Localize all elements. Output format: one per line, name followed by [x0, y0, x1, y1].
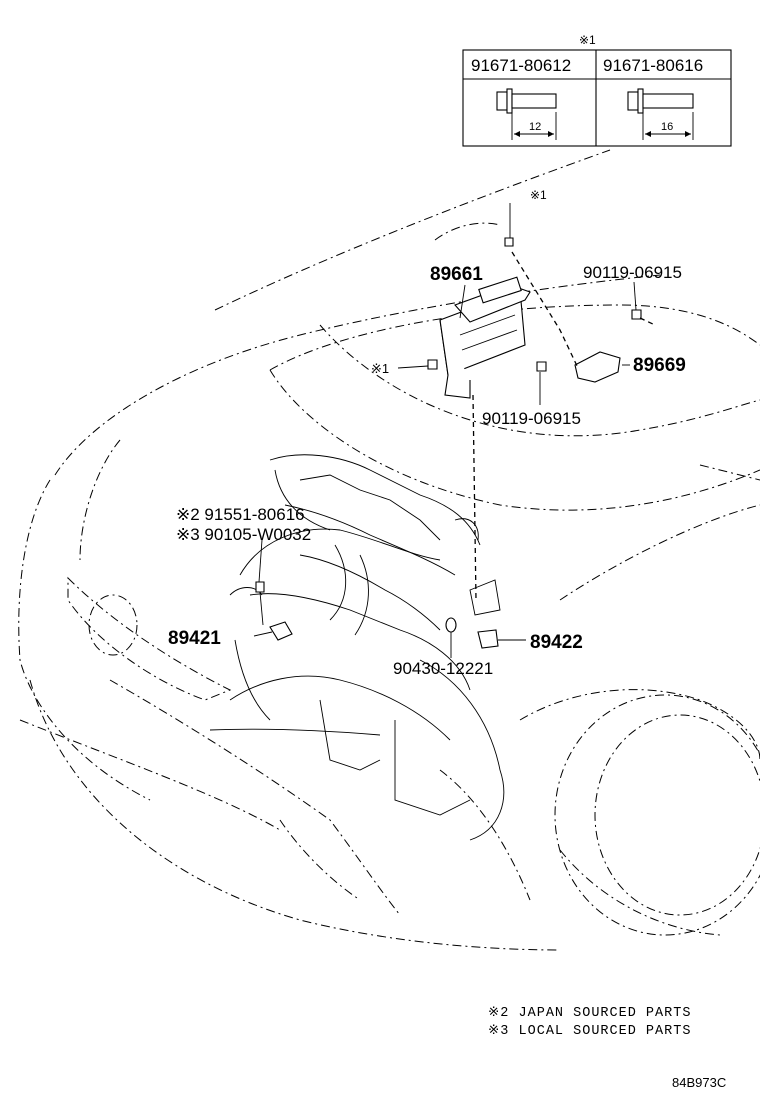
note-local-sourced: ※3 LOCAL SOURCED PARTS	[488, 1024, 691, 1039]
callout-ecu: 89661	[430, 264, 483, 285]
callout-labels: ※1 89661 90119-06915 ※1 89669 90119-0691…	[168, 188, 686, 678]
callout-gasket: 90430-12221	[393, 659, 493, 678]
bolt-table-part-2: 91671-80616	[603, 56, 703, 75]
notes: ※2 JAPAN SOURCED PARTS ※3 LOCAL SOURCED …	[488, 1006, 691, 1039]
bolt-table-mark: ※1	[579, 33, 596, 47]
callout-mark-left: ※1	[371, 361, 389, 376]
bolt-12-drawing: 12	[496, 88, 557, 140]
callout-bracket: 89669	[633, 355, 686, 376]
callout-sensor-right: 89422	[530, 632, 583, 653]
callout-sensor-left: 89421	[168, 628, 221, 649]
leader-lines	[253, 203, 637, 658]
ecu-assembly	[427, 237, 656, 601]
bolt-table-part-1: 91671-80612	[471, 56, 571, 75]
callout-mark-top: ※1	[530, 188, 547, 202]
bolt-16-drawing: 16	[627, 88, 694, 140]
sensors	[255, 581, 499, 649]
callout-bolt-local: ※3 90105-W0032	[176, 525, 311, 544]
callout-bolt-top: 90119-06915	[583, 263, 682, 282]
callout-bolt-japan: ※2 91551-80616	[176, 505, 305, 524]
figure-code: 84B973C	[672, 1075, 726, 1090]
bolt-table: ※1 91671-80612 91671-80616 12 16	[462, 33, 732, 147]
callout-bolt-mid: 90119-06915	[482, 409, 581, 428]
note-japan-sourced: ※2 JAPAN SOURCED PARTS	[488, 1006, 691, 1021]
bolt-dimension-12: 12	[529, 121, 541, 133]
bolt-dimension-16: 16	[661, 121, 673, 133]
engine-sketch	[209, 454, 505, 841]
vehicle-outline	[18, 149, 760, 951]
